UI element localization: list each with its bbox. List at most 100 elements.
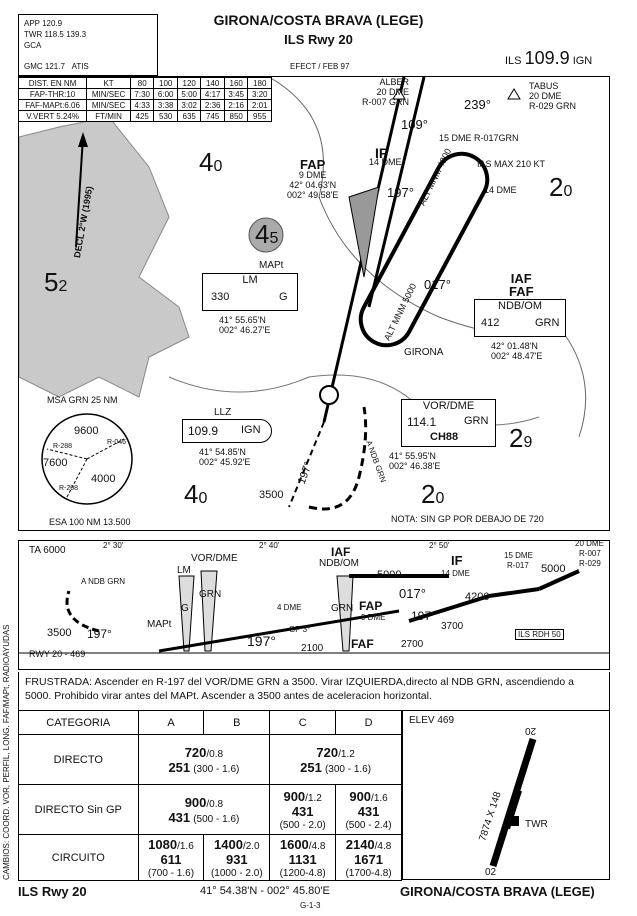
prof-mapt: MAPt <box>147 619 172 630</box>
if-label: IF <box>375 145 388 161</box>
course-197-a: 197° <box>387 185 414 200</box>
ils-rdh: ILS RDH 50 <box>515 629 564 640</box>
perf-cell: 5:00 <box>176 88 202 100</box>
cat-d: D <box>335 710 402 735</box>
twr-freq: TWR 118.5 139.3 <box>24 30 87 39</box>
prof-5000b: 5000 <box>541 563 566 575</box>
prof-fap: FAP <box>359 599 383 613</box>
ils-freq: 109.9 <box>524 48 570 68</box>
msa-radial-046: R-046 <box>107 439 127 446</box>
prof-fap-dme: 9 DME <box>361 613 386 622</box>
changes-note: CAMBIOS: COORD. VOR, PERFIL, LONG. FAF/M… <box>2 624 11 880</box>
threshold-20: 20 <box>525 725 537 736</box>
aerodrome-diagram: ELEV 469 7874 X 148 TWR 20 02 <box>402 710 610 880</box>
perf-cell: 745 <box>200 110 225 122</box>
prof-ndbom: NDB/OM <box>319 558 359 569</box>
prof-4200: 4200 <box>465 591 490 603</box>
profile-missed <box>65 590 100 633</box>
perf-cell: FT/MIN <box>86 110 131 122</box>
if-dme: 14 DME <box>369 157 402 167</box>
llz-label: LLZ <box>214 407 232 418</box>
transition-alt: TA 6000 <box>29 545 66 556</box>
prof-if: IF <box>451 553 463 568</box>
cat-c: C <box>269 710 337 735</box>
prof-dme14: 14 DME <box>441 569 470 578</box>
holding-pattern <box>358 151 490 348</box>
msa-sector-a: 9600 <box>74 425 99 437</box>
prof-rwy: RWY 20 - 469 <box>29 649 86 659</box>
prof-ndb: A NDB GRN <box>81 577 126 586</box>
twr-label: TWR <box>525 819 548 830</box>
prof-3700: 3700 <box>441 621 464 632</box>
msa-title: MSA GRN 25 NM <box>47 395 118 405</box>
prof-r007: R-007 <box>579 549 601 558</box>
perf-cell: 850 <box>223 110 249 122</box>
mora-20-south: 20 <box>421 479 445 509</box>
prof-faf: FAF <box>351 637 374 651</box>
prof-dme20: 20 DME <box>575 540 604 548</box>
perf-cell: 2:36 <box>200 99 225 111</box>
cat-a: A <box>137 710 205 735</box>
missed-alt-3500: 3500 <box>259 489 284 501</box>
airport-symbol <box>319 385 339 405</box>
frequency-box: APP 120.9 TWR 118.5 139.3 GCA GMC 121.7 … <box>18 14 158 76</box>
perf-cell: 4:17 <box>200 88 225 100</box>
lm-box: LM 330 G <box>202 273 298 311</box>
perf-cell: 955 <box>247 110 272 122</box>
chart-subtitle: ILS Rwy 20 <box>284 32 353 47</box>
perf-cell: 3:38 <box>153 99 178 111</box>
chart-title: GIRONA/COSTA BRAVA (LEGE) <box>213 12 424 28</box>
mapt-label: MAPt <box>259 260 284 271</box>
prof-gp: GP 3° <box>289 625 311 634</box>
llz-box: 109.9 IGN <box>182 419 272 443</box>
prof-missed-alt: 3500 <box>47 627 72 639</box>
prof-vor: VOR/DME <box>191 553 238 564</box>
profile-view: TA 6000 2° 30' 2° 40' 2° 50' VOR/DME GRN… <box>18 540 610 670</box>
perf-cell: 2:16 <box>223 99 249 111</box>
prof-r029: R-029 <box>579 559 601 568</box>
girona-city: GIRONA <box>404 347 444 358</box>
row-circuito: CIRCUITO <box>18 834 139 881</box>
ndb-om-box: NDB/OM 412 GRN <box>474 299 566 337</box>
prof-missed-course: 197° <box>87 627 112 641</box>
app-freq: APP 120.9 <box>24 19 63 28</box>
prof-197a: 197° <box>411 609 436 623</box>
terrain-peak <box>248 217 284 253</box>
runway <box>489 737 537 868</box>
vor-dme-box: VOR/DME 114.1 GRN CH88 <box>401 399 496 447</box>
missed-approach-track <box>308 406 368 511</box>
perf-cell: DIST. EN NM <box>17 77 88 89</box>
perf-cell: 3:45 <box>223 88 249 100</box>
perf-cell: KT <box>86 77 131 89</box>
gca-freq: GCA <box>24 41 42 50</box>
perf-cell: 635 <box>176 110 202 122</box>
prof-2700: 2700 <box>401 639 424 650</box>
msa-radial-208: R-208 <box>59 485 79 492</box>
elevation: ELEV 469 <box>409 715 455 726</box>
gp-note: NOTA: SIN GP POR DEBAJO DE 720 <box>391 514 544 524</box>
course-239: 239° <box>464 97 491 112</box>
prof-017: 017° <box>399 586 426 601</box>
ils-ident: IGN <box>572 55 593 67</box>
effective-date: EFECT / FEB 97 <box>290 62 350 71</box>
perf-cell: 180 <box>247 77 272 89</box>
missed-approach-text: FRUSTRADA: Ascender en R-197 del VOR/DME… <box>18 672 610 710</box>
perf-cell: 530 <box>153 110 178 122</box>
atis-freq: ATIS <box>71 62 89 71</box>
cat-header: CATEGORIA <box>18 710 139 735</box>
row-sin-gp: DIRECTO Sin GP <box>18 784 139 835</box>
threshold-02: 02 <box>485 867 497 878</box>
localizer-feather <box>348 186 380 278</box>
